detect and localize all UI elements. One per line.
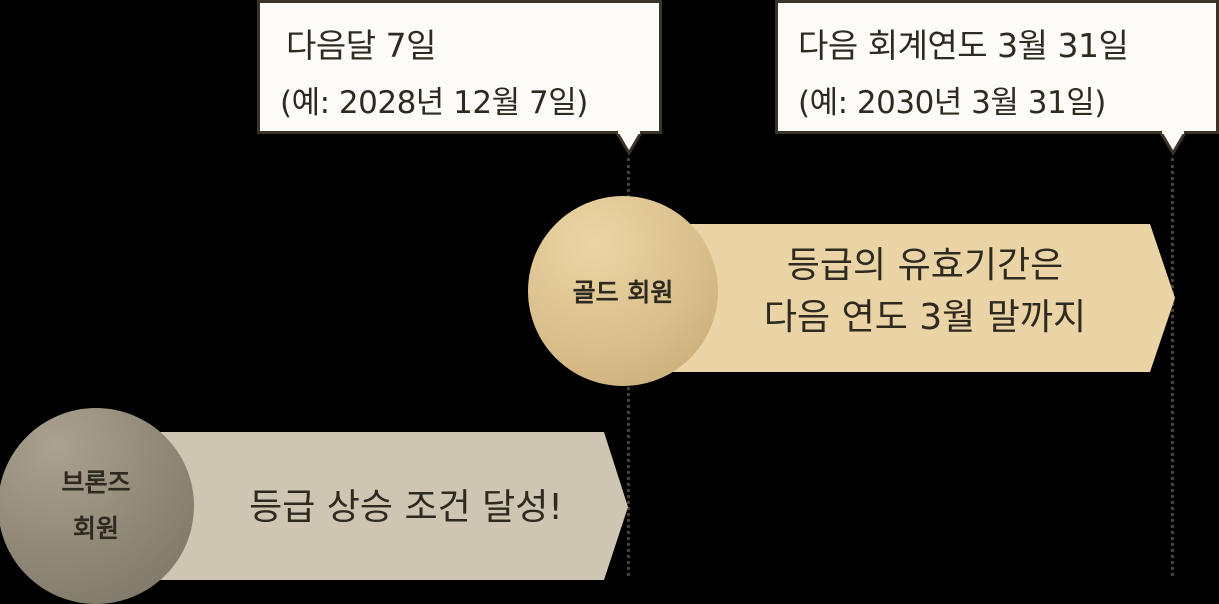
callout-tail-1 xyxy=(614,131,644,156)
bronze-tier-label-line2: 회원 xyxy=(72,514,119,543)
gold-tier-arrow xyxy=(640,224,1175,372)
callout-next-month: 다음달 7일 (예: 2028년 12월 7일) xyxy=(257,0,662,134)
callout-example: (예: 2030년 3월 31일) xyxy=(798,85,1106,121)
gold-tier-badge: 골드 회원 xyxy=(528,196,718,386)
gold-message-line2: 다음 연도 3월 말까지 xyxy=(763,297,1087,338)
gold-message-line1: 등급의 유효기간은 xyxy=(786,245,1064,286)
bronze-tier-arrow xyxy=(120,432,628,580)
timeline-guide-line-2 xyxy=(1171,158,1174,576)
bronze-tier-message: 등급 상승 조건 달성! xyxy=(249,487,563,528)
callout-title: 다음 회계연도 3월 31일 xyxy=(798,26,1129,65)
gold-tier-label: 골드 회원 xyxy=(572,278,674,307)
callout-example: (예: 2028년 12월 7일) xyxy=(280,85,588,121)
bronze-tier-label-line1: 브론즈 xyxy=(61,468,131,497)
bronze-tier-badge: 브론즈 회원 xyxy=(0,408,194,604)
gold-tier-message: 등급의 유효기간은 다음 연도 3월 말까지 xyxy=(715,240,1135,344)
callout-tail-2 xyxy=(1158,131,1188,156)
callout-title: 다음달 7일 xyxy=(286,26,436,65)
callout-next-fiscal-year: 다음 회계연도 3월 31일 (예: 2030년 3월 31일) xyxy=(775,0,1219,134)
